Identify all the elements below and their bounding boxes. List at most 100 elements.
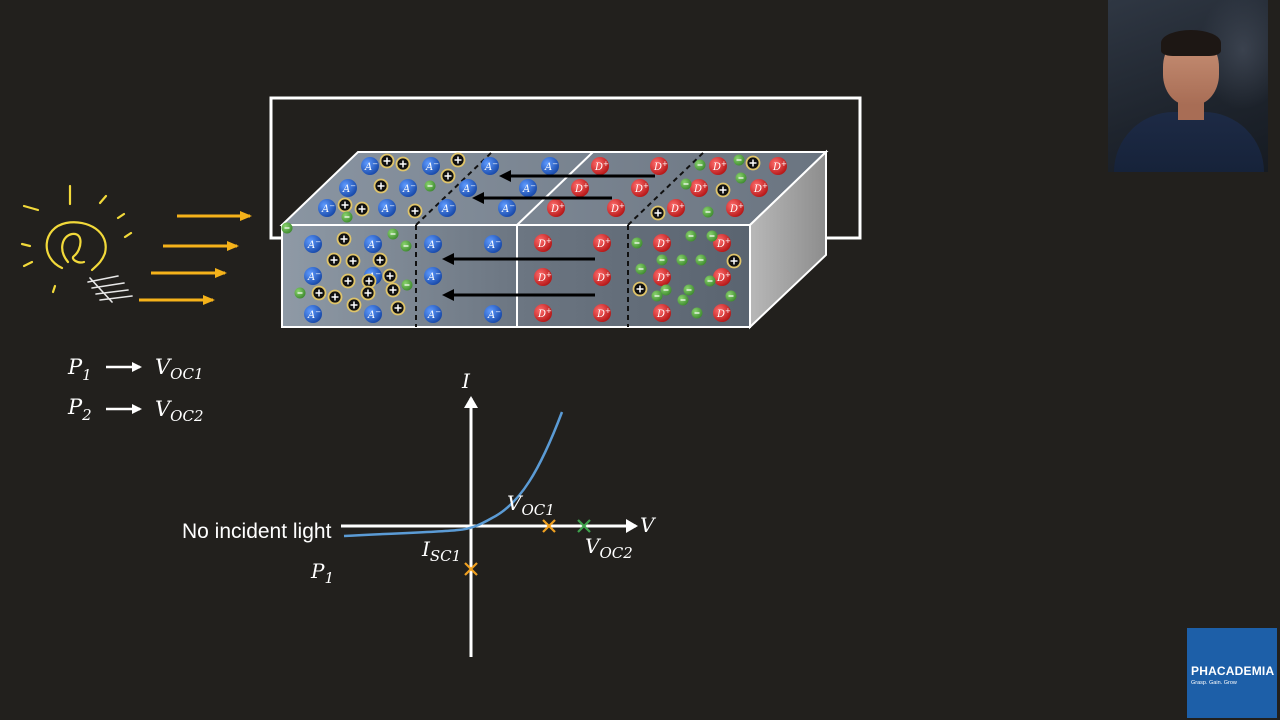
hole	[327, 289, 343, 305]
acceptor-ion: A−	[364, 235, 382, 253]
hole	[407, 203, 423, 219]
charge-carriers: A−A−A−A−A−A−A−A−A−A−A−A−A−A−A−A−A−A−A−A−…	[281, 152, 787, 323]
relation-rhs-sub: OC1	[170, 365, 203, 383]
svg-text:VOC2: VOC2	[155, 397, 204, 425]
acceptor-ion: A−	[378, 199, 396, 217]
light-bulb-icon	[20, 184, 133, 294]
donor-ion: D+	[726, 199, 744, 217]
donor-ion: D+	[607, 199, 625, 217]
acceptor-ion: A−	[304, 235, 322, 253]
acceptor-ion: A−	[424, 235, 442, 253]
hole	[450, 152, 466, 168]
hole	[382, 268, 398, 284]
electron	[401, 279, 413, 291]
electron	[677, 294, 689, 306]
presenter-webcam	[1108, 0, 1268, 172]
donor-ion: D+	[631, 179, 649, 197]
hole	[372, 252, 388, 268]
acceptor-ion: A−	[422, 157, 440, 175]
relation-rhs: V	[155, 355, 172, 379]
relation-lhs: P	[67, 395, 83, 419]
isc1-label: ISC1	[421, 537, 461, 565]
donor-ion: D+	[713, 268, 731, 286]
electron	[656, 254, 668, 266]
electron	[683, 284, 695, 296]
donor-ion: D+	[653, 304, 671, 322]
iv-curve-dark	[343, 411, 564, 538]
hole	[379, 153, 395, 169]
hole	[440, 168, 456, 184]
electron	[735, 172, 747, 184]
pn-junction-slab: A−A−A−A−A−A−A−A−A−A−A−A−A−A−A−A−A−A−A−A−…	[279, 149, 829, 330]
electron	[341, 211, 353, 223]
hole	[361, 273, 377, 289]
svg-text:VOC1: VOC1	[155, 355, 204, 383]
iv-graph: I V No incident light VOC1 VOC2 ISC1 P1	[182, 369, 657, 657]
acceptor-ion: A−	[459, 179, 477, 197]
donor-ion: D+	[593, 304, 611, 322]
hole	[373, 178, 389, 194]
acceptor-ion: A−	[438, 199, 456, 217]
electron	[702, 206, 714, 218]
relation-rhs-sub: OC2	[170, 407, 203, 425]
junction-line-top	[516, 151, 594, 226]
acceptor-ion: A−	[304, 305, 322, 323]
relation-lhs: P	[67, 355, 83, 379]
electron	[281, 222, 293, 234]
electron	[733, 154, 745, 166]
hole	[336, 231, 352, 247]
phacademia-logo: PHACADEMIA Grasp. Gain. Grow	[1187, 628, 1277, 718]
acceptor-ion: A−	[399, 179, 417, 197]
donor-ion: D+	[667, 199, 685, 217]
hole	[385, 282, 401, 298]
voc1-label: VOC1	[507, 491, 555, 519]
electron	[706, 230, 718, 242]
donor-ion: D+	[593, 234, 611, 252]
hole	[326, 252, 342, 268]
relation-lhs-sub: 1	[82, 366, 92, 384]
donor-ion: D+	[750, 179, 768, 197]
donor-ion: D+	[690, 179, 708, 197]
acceptor-ion: A−	[304, 267, 322, 285]
acceptor-ion: A−	[318, 199, 336, 217]
no-incident-light-label: No incident light	[182, 520, 332, 543]
acceptor-ion: A−	[424, 267, 442, 285]
donor-ion: D+	[713, 234, 731, 252]
electron	[635, 263, 647, 275]
hole	[354, 201, 370, 217]
acceptor-ion: A−	[484, 305, 502, 323]
donor-ion: D+	[653, 234, 671, 252]
donor-ion: D+	[713, 304, 731, 322]
electron	[651, 290, 663, 302]
p1-label: P1	[310, 559, 334, 587]
svg-text:P2: P2	[67, 395, 92, 424]
acceptor-ion: A−	[541, 157, 559, 175]
hole	[346, 297, 362, 313]
hole	[395, 156, 411, 172]
electron	[400, 240, 412, 252]
donor-ion: D+	[591, 157, 609, 175]
hole	[360, 285, 376, 301]
electron	[704, 275, 716, 287]
acceptor-ion: A−	[484, 235, 502, 253]
relation-rhs: V	[155, 397, 172, 421]
electron	[676, 254, 688, 266]
electron	[694, 159, 706, 171]
logo-name: PHACADEMIA	[1191, 664, 1275, 678]
isc1-marker	[464, 562, 478, 576]
voc2-label: VOC2	[585, 534, 633, 562]
electron	[725, 290, 737, 302]
electron	[695, 254, 707, 266]
hole	[745, 155, 761, 171]
voc1-marker	[542, 519, 556, 533]
donor-ion: D+	[650, 157, 668, 175]
hole	[340, 273, 356, 289]
donor-ion: D+	[769, 157, 787, 175]
hole	[632, 281, 648, 297]
acceptor-ion: A−	[498, 199, 516, 217]
hole	[345, 253, 361, 269]
donor-ion: D+	[709, 157, 727, 175]
donor-ion: D+	[547, 199, 565, 217]
circuit-wire	[269, 96, 862, 240]
